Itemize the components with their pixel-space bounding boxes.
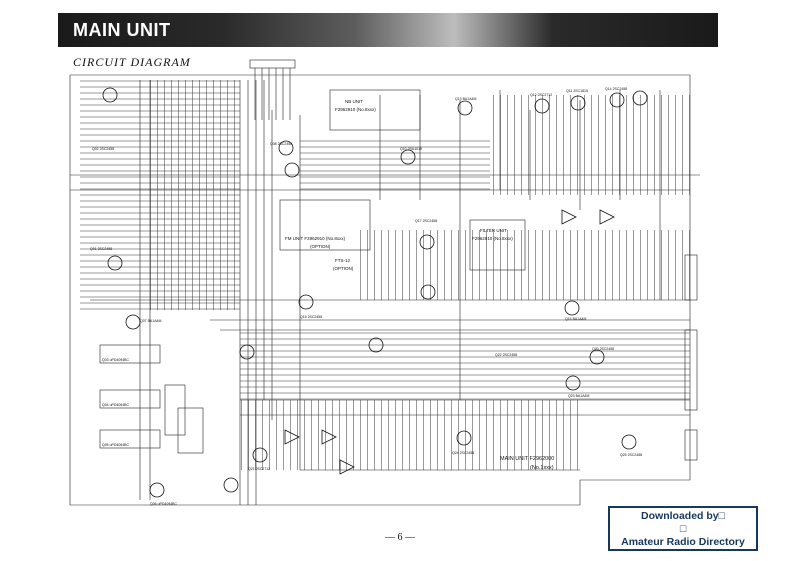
banner-title: MAIN UNIT — [73, 20, 171, 40]
download-line-3: Amateur Radio Directory — [621, 536, 745, 548]
nb-unit-part: F2962910 (No.8xxx) — [335, 107, 376, 112]
transistor-label-q17: Q17 2SC2458 — [415, 219, 437, 223]
fm-unit-label: FM UNIT F2962910 (No.8xxx) — [285, 236, 346, 241]
fm-unit-option: (OPTION) — [310, 244, 331, 249]
transistor-label-q22: Q22 2SC2458 — [495, 353, 517, 357]
download-line-2: □ — [679, 523, 687, 535]
nb-unit-label: NB UNIT — [345, 99, 363, 104]
filter-unit-label: FILTER UNIT — [480, 228, 507, 233]
transistor-label-q25: Q25 2SC2458 — [620, 453, 642, 457]
page-number: — 6 — — [385, 532, 415, 543]
main-unit-label: MAIN UNIT F2962000 — [500, 456, 554, 462]
filter-unit-part: F2962910 (No.8xxx) — [472, 236, 513, 241]
main-unit-number: (No.1xxx) — [530, 465, 554, 471]
transistor-label-q23: Q23 BA1A4M — [568, 394, 589, 398]
section-title: CIRCUIT DIAGRAM — [73, 55, 191, 69]
ic-label-q06: Q06 uPD4094BC — [150, 502, 178, 506]
transistor-label-q24: Q24 2SC2458 — [452, 451, 474, 455]
transistor-label-q20: Q20 2SC2458 — [592, 347, 614, 351]
ic-label-q04: Q04 uPD4094BC — [102, 403, 130, 407]
ic-label-q05: Q05 uPD4094BC — [102, 443, 130, 447]
fts-label: FTS-12 — [335, 258, 351, 263]
transistor-label-q12: Q12 2SC2712 — [530, 93, 552, 97]
transistor-label-q02: Q02 2SC2458 — [92, 147, 114, 151]
transistor-label-q11: Q11 2SC1815 — [566, 89, 588, 93]
transistor-label-q15: Q15 2SC2458 — [300, 315, 322, 319]
transistor-label-q08: Q08 2SC2458 — [270, 142, 292, 146]
transistor-label-q16: Q16 BA1A4M — [565, 317, 586, 321]
transistor-label-q10: Q10 2SA1015 — [400, 147, 422, 151]
transistor-label-q21: Q21 2SC2712 — [248, 467, 270, 471]
transistor-label-q14: Q14 2SC2458 — [605, 87, 627, 91]
transistor-label-q07: Q07 BA1A4M — [140, 319, 161, 323]
download-line-1: Downloaded by□ — [641, 510, 725, 522]
transistor-label-q13: Q13 BA1A4M — [455, 97, 476, 101]
download-credit-box: Downloaded by□ □ Amateur Radio Directory — [608, 506, 758, 551]
transistor-label-q01: Q01 2SC2458 — [90, 247, 112, 251]
header-banner — [58, 13, 718, 47]
fts-option: (OPTION) — [333, 266, 354, 271]
ic-label-q03: Q03 uPD4094BC — [102, 358, 130, 362]
